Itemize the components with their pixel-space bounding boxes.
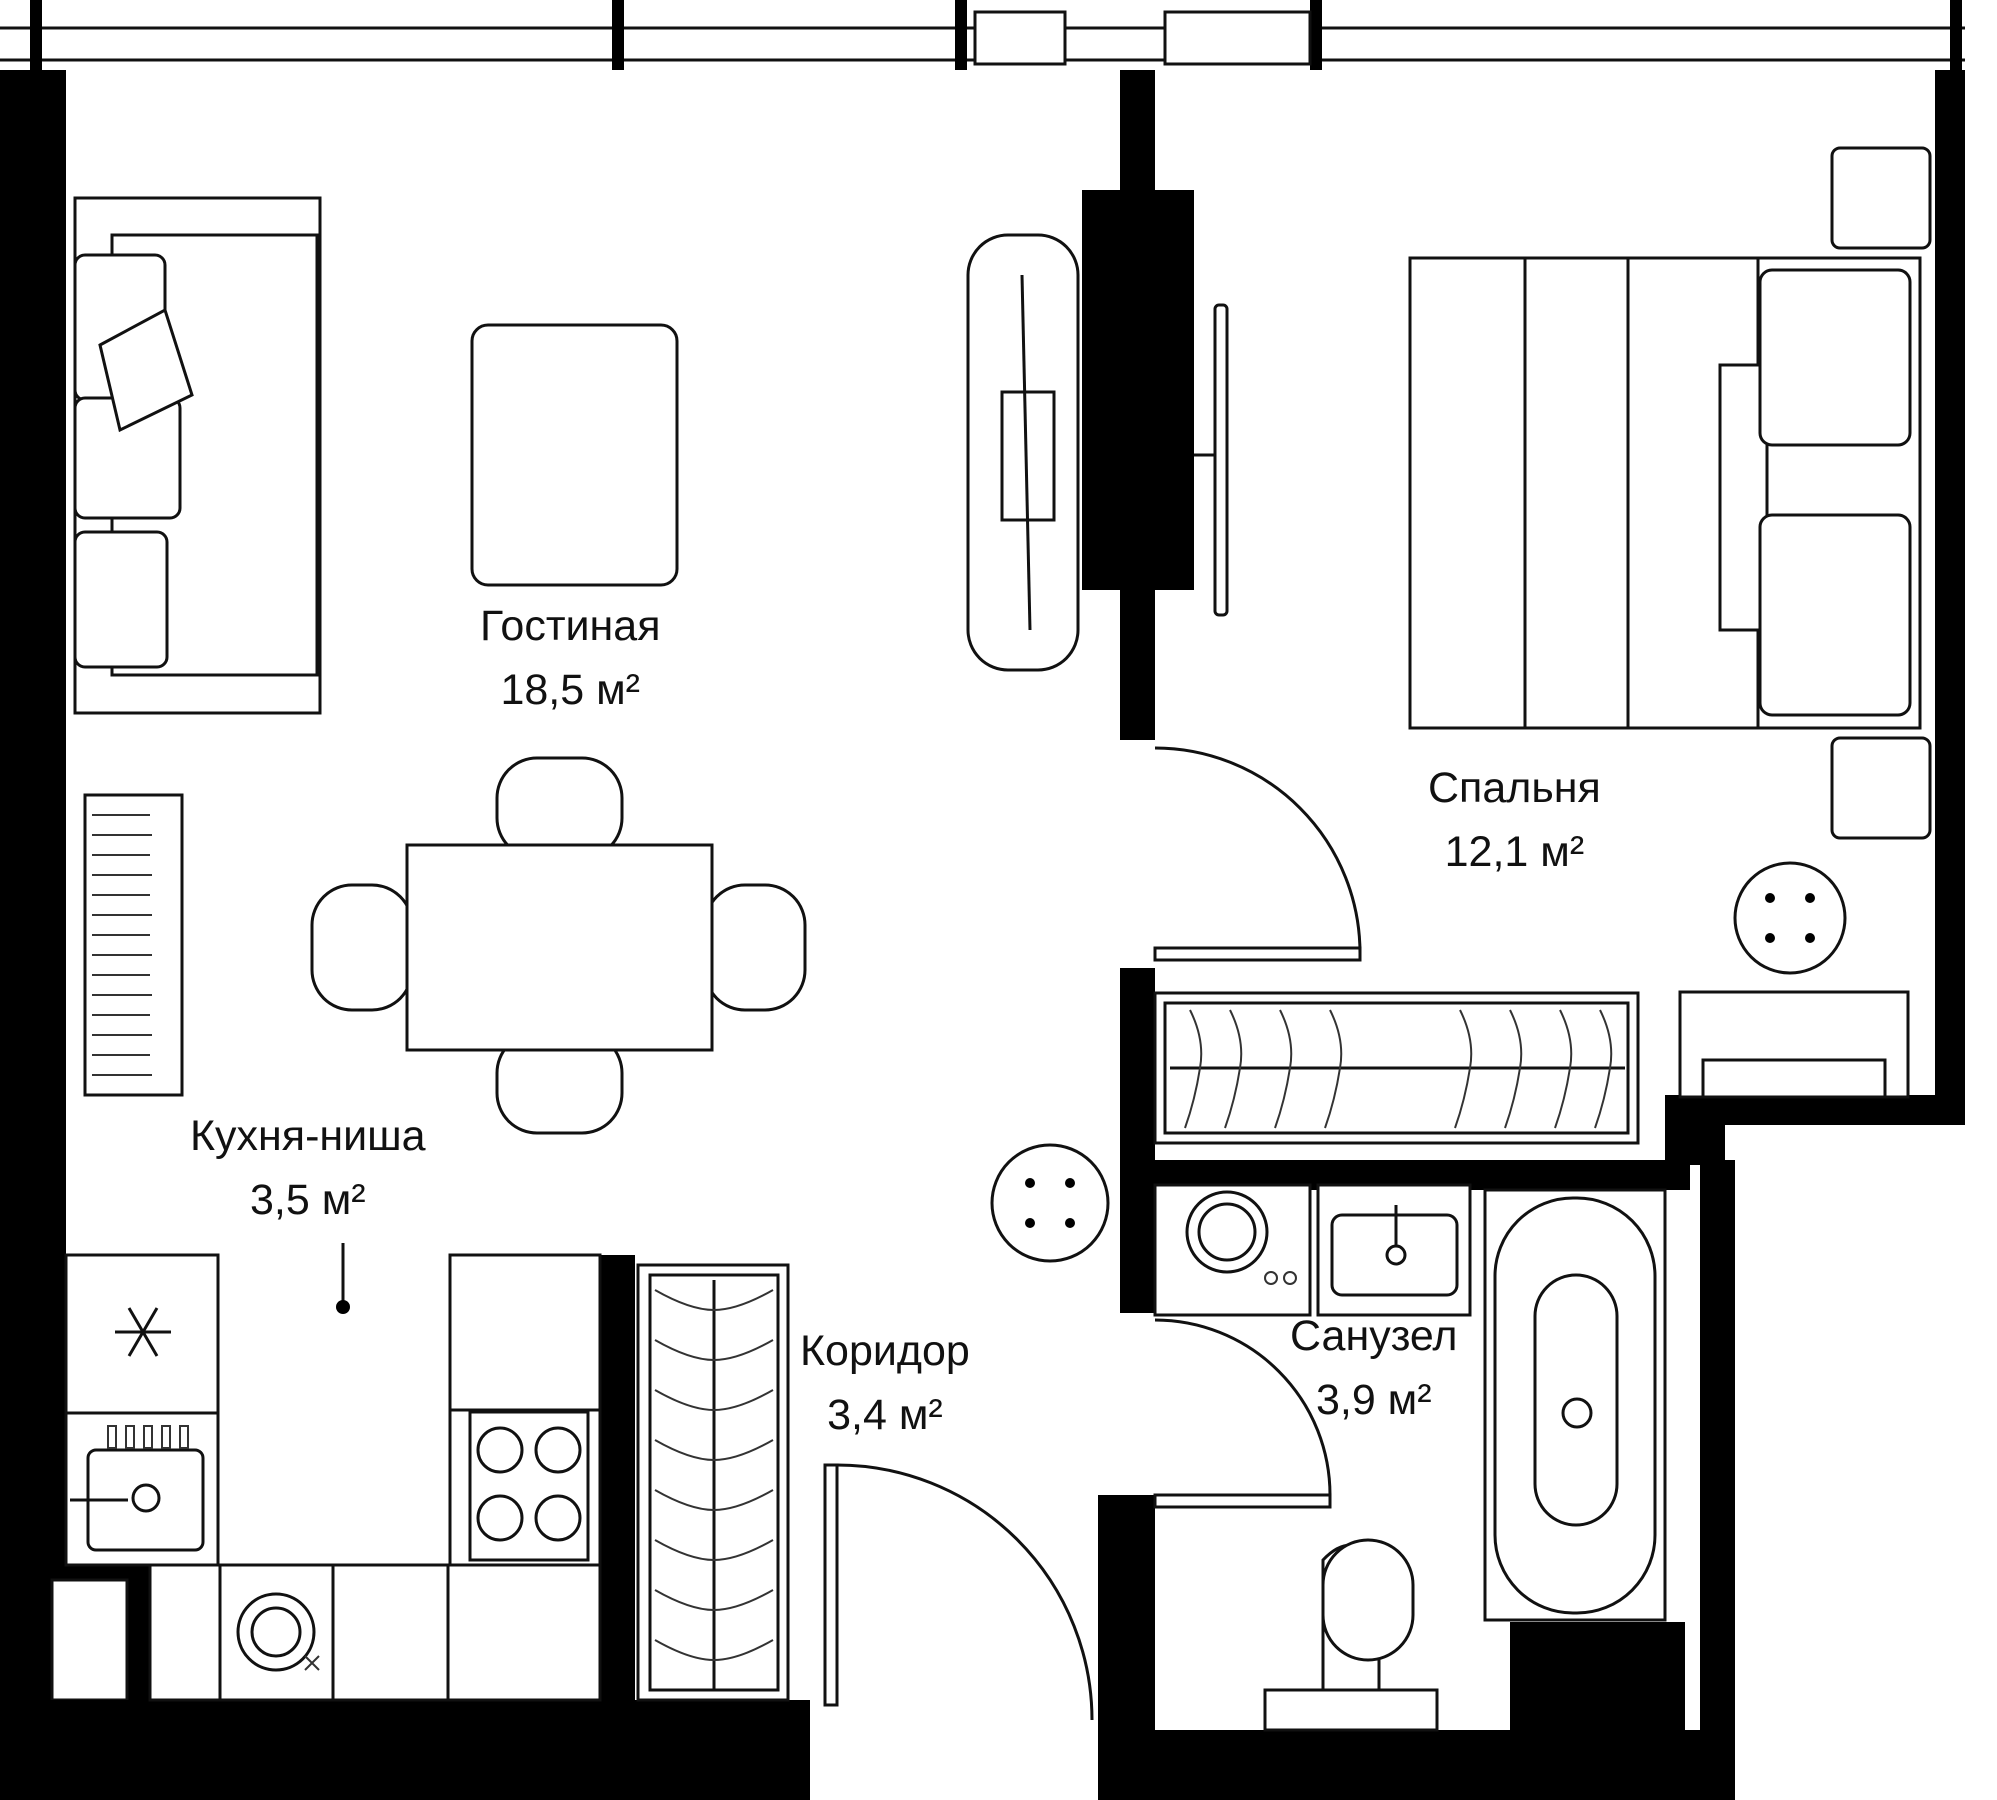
room-label-corridor: Коридор 3,4 м² (800, 1325, 970, 1443)
room-name-kitchen: Кухня-ниша (190, 1112, 426, 1160)
bedroom-wardrobe-icon (1153, 991, 1640, 1145)
room-area-bedroom: 12,1 м² (1444, 827, 1585, 876)
room-name-living: Гостиная (480, 602, 661, 650)
bedroom-door-swing-icon (1153, 746, 1362, 962)
bathroom-door-swing-icon (1153, 1318, 1332, 1509)
dining-table-icon (310, 756, 807, 1135)
room-name-bathroom: Санузел (1290, 1312, 1458, 1360)
kitchen-pointer (336, 1243, 350, 1314)
wardrobe-icon (636, 1263, 790, 1702)
nightstand-top (1830, 146, 1932, 250)
nightstand-bottom (1830, 736, 1932, 840)
sofa-icon (73, 196, 322, 715)
sink-icon (70, 1425, 205, 1552)
room-area-corridor: 3,4 м² (827, 1390, 943, 1439)
rug-icon (470, 323, 679, 587)
toilet-icon (1263, 1538, 1439, 1732)
sink-icon (1316, 1183, 1472, 1317)
room-area-bathroom: 3,9 м² (1315, 1375, 1432, 1424)
room-area-living: 18,5 м² (500, 665, 640, 714)
radiator-icon (83, 793, 184, 1097)
desk-icon (1678, 990, 1910, 1099)
door-swing-icon (823, 1463, 1094, 1721)
washing-machine-icon (236, 1592, 320, 1672)
bathroom-fixtures (1153, 1183, 1312, 1317)
round-stool-icon (1733, 861, 1847, 975)
bathtub-icon (1483, 1188, 1667, 1622)
round-table-icon (990, 1143, 1110, 1263)
tv-stand-icon (966, 233, 1229, 672)
room-area-kitchen: 3,5 м² (249, 1175, 366, 1224)
room-name-bedroom: Спальня (1428, 764, 1601, 812)
walls (0, 70, 1965, 1800)
room-label-kitchen: Кухня-ниша 3,5 м² (190, 1110, 426, 1228)
bed-icon (1408, 256, 1922, 730)
fridge-snowflake-icon (115, 1307, 171, 1357)
room-label-living: Гостиная 18,5 м² (480, 600, 660, 718)
cooktop-icon (468, 1410, 590, 1562)
room-name-corridor: Коридор (800, 1327, 970, 1375)
room-label-bathroom: Санузел 3,9 м² (1290, 1310, 1458, 1428)
window-frame-top (0, 0, 1965, 70)
room-label-bedroom: Спальня 12,1 м² (1428, 762, 1601, 880)
